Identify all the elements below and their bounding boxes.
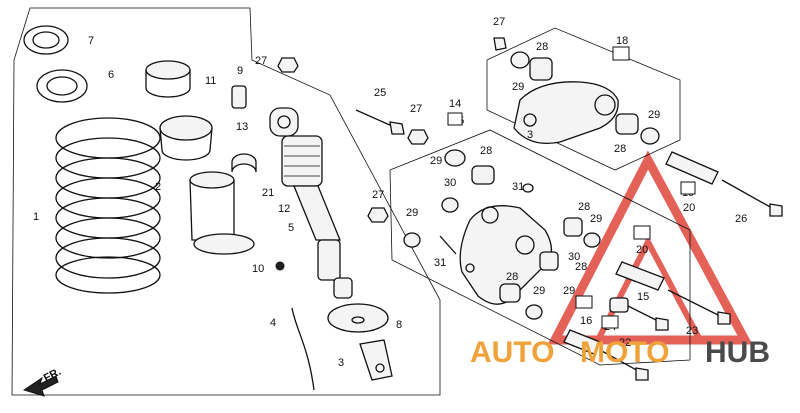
callout-28: 28 xyxy=(575,261,587,273)
watermark-part-3: HUB xyxy=(705,336,770,369)
watermark-part-1: AUTO xyxy=(470,336,554,369)
callout-28: 28 xyxy=(536,41,548,53)
bolt-part-22 xyxy=(599,349,649,381)
bracket-part-3 xyxy=(359,339,393,381)
callout-28: 28 xyxy=(480,145,492,157)
callout-29: 29 xyxy=(590,213,602,225)
callout-4: 4 xyxy=(270,317,276,329)
lock-nut-part-7 xyxy=(23,25,69,55)
callout-13: 13 xyxy=(236,121,248,133)
callout-9: 9 xyxy=(237,65,243,77)
callout-3: 3 xyxy=(527,129,533,141)
damper-part-5 xyxy=(269,107,353,299)
callout-11: 11 xyxy=(205,75,216,87)
callout-29: 29 xyxy=(430,155,442,167)
callout-27: 27 xyxy=(255,55,267,67)
bolt-part-10 xyxy=(275,261,285,271)
callout-27: 27 xyxy=(410,103,422,115)
collar-part-20 xyxy=(665,151,719,185)
callout-28: 28 xyxy=(578,201,590,213)
nut-part-27-c xyxy=(367,207,389,223)
callout-20: 20 xyxy=(636,244,648,256)
callout-23: 23 xyxy=(686,325,698,337)
collar-part-21 xyxy=(231,153,257,173)
callout-29: 29 xyxy=(563,285,575,297)
assembly-frames xyxy=(11,7,691,396)
watermark-logo xyxy=(547,150,753,345)
spring-guide-part-13 xyxy=(159,115,213,161)
link-part-18 xyxy=(493,37,660,145)
nut-part-27-b xyxy=(407,129,429,145)
callout-31: 31 xyxy=(434,257,446,269)
callout-3: 3 xyxy=(338,357,344,369)
bolt-part-26 xyxy=(721,179,783,217)
callout-15: 15 xyxy=(637,291,649,303)
rubber-boot-part-12 xyxy=(189,171,255,255)
callout-28: 28 xyxy=(506,271,518,283)
callout-21: 21 xyxy=(262,187,274,199)
watermark-text: AUTO MOTO HUB xyxy=(470,336,770,369)
front-direction-arrow xyxy=(22,375,59,397)
callout-29: 29 xyxy=(533,285,545,297)
spring-seat-part-11 xyxy=(145,60,191,98)
spring-part-2 xyxy=(55,117,161,294)
callout-6: 6 xyxy=(108,69,114,81)
callout-20: 20 xyxy=(683,202,695,214)
callout-22: 22 xyxy=(619,337,631,349)
callout-27: 27 xyxy=(493,16,505,28)
collar-part-16 xyxy=(563,329,601,355)
bolt-part-25 xyxy=(355,109,405,135)
bolt-part-23 xyxy=(667,289,731,325)
collar-part-24 xyxy=(609,297,669,331)
boxed-labels xyxy=(447,46,696,329)
hose-part-4 xyxy=(291,307,315,391)
callout-25: 25 xyxy=(374,87,386,99)
callout-7: 7 xyxy=(88,35,94,47)
callout-26: 26 xyxy=(735,213,747,225)
callout-30: 30 xyxy=(444,177,456,189)
callout-29: 29 xyxy=(512,81,524,93)
callout-30: 30 xyxy=(568,251,580,263)
watermark-part-2: MOTO xyxy=(580,336,669,369)
nut-part-27-a xyxy=(277,57,299,73)
callout-27: 27 xyxy=(372,189,384,201)
callout-28: 28 xyxy=(614,143,626,155)
callout-10: 10 xyxy=(252,263,264,275)
callout-18: 18 xyxy=(616,35,628,47)
callout-16: 16 xyxy=(580,315,592,327)
adjuster-nut-part-6 xyxy=(36,69,88,103)
callout-2: 2 xyxy=(155,181,161,193)
callout-5: 5 xyxy=(288,222,294,234)
direction-label: FR. xyxy=(42,366,63,385)
callout-14: 14 xyxy=(449,98,461,110)
callout-1: 1 xyxy=(33,211,39,223)
callout-29: 29 xyxy=(648,109,660,121)
callout-12: 12 xyxy=(278,203,290,215)
collar-part-20-b xyxy=(615,261,665,291)
stopper-plate-part-8 xyxy=(327,303,389,333)
callout-29: 29 xyxy=(406,207,418,219)
shock-arm-part-14 xyxy=(403,149,601,320)
callout-31: 31 xyxy=(512,181,524,193)
bushing-part-9 xyxy=(231,85,247,109)
callout-8: 8 xyxy=(396,319,402,331)
